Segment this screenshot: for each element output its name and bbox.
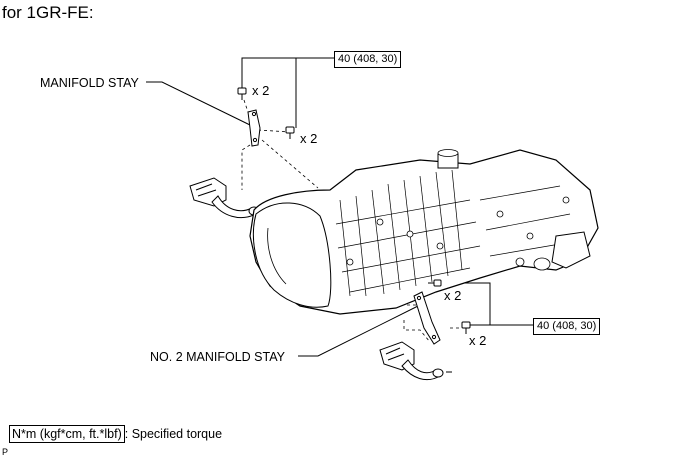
top-nut-quantity: x 2 — [300, 131, 318, 146]
no2-manifold-stay-label: NO. 2 MANIFOLD STAY — [150, 350, 285, 364]
legend-unit-box: N*m (kgf*cm, ft.*lbf) — [9, 425, 125, 443]
manifold-stay-part — [247, 109, 261, 147]
stay2-leader — [298, 305, 419, 357]
torque-spec-top: 40 (408, 30) — [334, 51, 402, 68]
torque-top-leader — [295, 57, 334, 128]
torque-spec-bottom: 40 (408, 30) — [533, 318, 601, 335]
top-nut-icon — [285, 126, 295, 139]
corner-mark: P — [2, 447, 9, 457]
top-bolt-icon — [237, 87, 247, 100]
lower-exhaust-pipe — [379, 341, 452, 381]
top-bolt-quantity: x 2 — [252, 83, 270, 98]
bottom-nut-icon — [461, 321, 471, 334]
stay-leader — [146, 81, 251, 126]
transmission-body — [249, 149, 599, 315]
torque-legend: N*m (kgf*cm, ft.*lbf): Specified torque — [9, 425, 223, 443]
torque-top-leader-bolt — [241, 57, 296, 88]
bottom-nut-quantity: x 2 — [469, 333, 487, 348]
bottom-bolt-quantity: x 2 — [444, 288, 462, 303]
manifold-stay-label: MANIFOLD STAY — [40, 76, 139, 90]
no2-manifold-stay-part — [413, 291, 441, 345]
bottom-bolt-icon — [428, 279, 442, 287]
legend-description: : Specified torque — [124, 427, 223, 441]
upper-exhaust-pipe — [189, 177, 260, 218]
page-heading: for 1GR-FE: — [2, 3, 94, 22]
